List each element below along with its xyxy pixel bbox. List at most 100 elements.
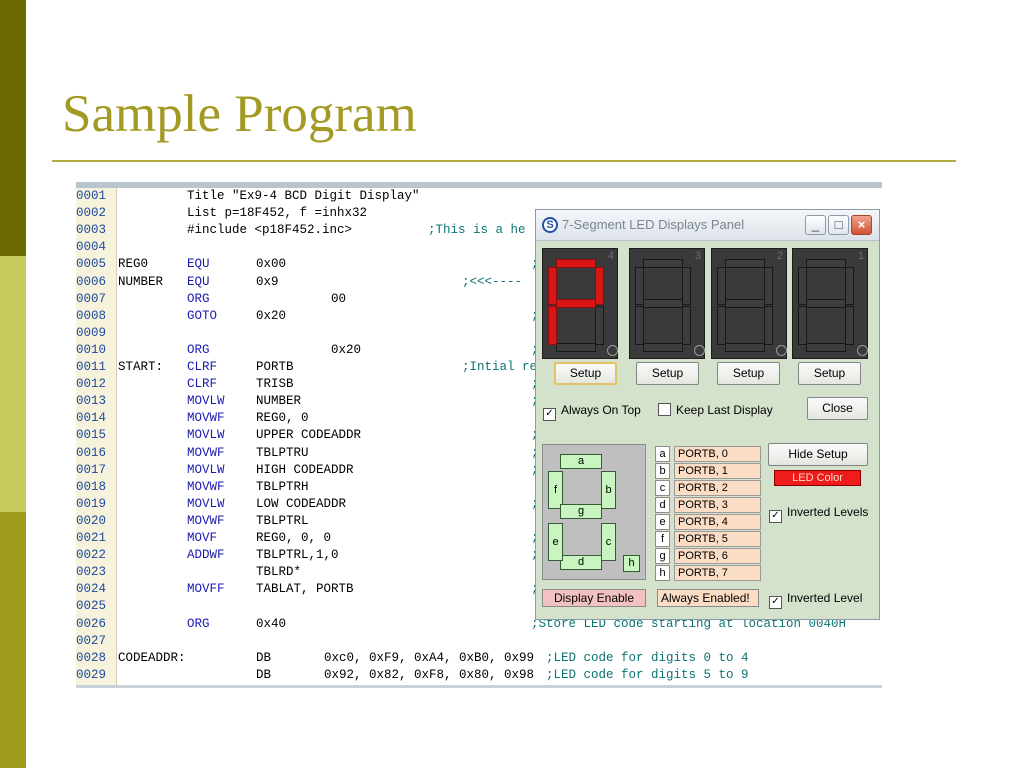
seven-segment-digit-1: 1	[792, 248, 868, 359]
code-operand: LOW CODEADDR	[256, 496, 347, 511]
segment-d	[806, 343, 846, 352]
setup-button-digit-4[interactable]: Setup	[554, 362, 617, 385]
line-number: 0023	[76, 565, 107, 580]
digit-position-number: 3	[694, 250, 701, 262]
code-mnemonic: MOVFF	[187, 582, 225, 597]
segment-a	[643, 259, 683, 268]
line-number: 0021	[76, 531, 107, 545]
pin-label-f: f	[655, 531, 670, 547]
code-line: 0003#include <p18F452.inc>;This is a he	[76, 222, 882, 239]
segment-c	[845, 306, 854, 345]
code-top-bar	[76, 182, 882, 188]
pin-field-f[interactable]: PORTB, 5	[674, 531, 761, 547]
code-operand: 0x20	[256, 342, 362, 357]
line-number: 0004	[76, 240, 107, 255]
window-titlebar[interactable]: S 7-Segment LED Displays Panel _ □ ×	[536, 210, 879, 241]
line-number: 0024	[76, 582, 107, 597]
inverted-levels-checkbox[interactable]: ✓Inverted Levels	[769, 505, 868, 523]
pin-field-g[interactable]: PORTB, 6	[674, 548, 761, 564]
segment-g	[806, 299, 846, 308]
code-comment: ;<<<----	[462, 274, 523, 289]
segment-map-c[interactable]: c	[601, 523, 616, 561]
sidebar-block-bottom	[0, 512, 26, 768]
code-line: 0004	[76, 239, 882, 256]
code-operand: 0x40	[256, 616, 287, 631]
code-mnemonic: ORG	[187, 291, 210, 306]
code-mnemonic: MOVWF	[187, 513, 225, 528]
segment-d	[556, 343, 596, 352]
segment-d	[725, 343, 765, 352]
pin-field-b[interactable]: PORTB, 1	[674, 463, 761, 479]
line-number: 0011	[76, 360, 107, 374]
code-mnemonic: MOVWF	[187, 411, 225, 426]
code-mnemonic: ORG	[187, 342, 210, 357]
setup-button-digit-1[interactable]: Setup	[798, 362, 861, 385]
segment-a	[556, 259, 596, 268]
pin-field-h[interactable]: PORTB, 7	[674, 565, 761, 581]
always-enabled-field[interactable]: Always Enabled!	[657, 589, 759, 607]
window-title: 7-Segment LED Displays Panel	[562, 217, 745, 232]
display-enable-label: Display Enable	[542, 589, 646, 607]
segment-map-a[interactable]: a	[560, 454, 602, 469]
segment-g	[556, 299, 596, 308]
segment-map-g[interactable]: g	[560, 504, 602, 519]
segment-map-f[interactable]: f	[548, 471, 563, 509]
seven-segment-digit-3: 3	[629, 248, 705, 359]
code-operand: TBLPTRH	[256, 479, 309, 494]
code-operand: PORTB	[256, 360, 294, 374]
inverted-level-checkbox[interactable]: ✓Inverted Level	[769, 591, 862, 609]
line-number: 0010	[76, 342, 107, 357]
code-operand: Title "Ex9-4 BCD Digit Display"	[187, 189, 420, 203]
minimize-button[interactable]: _	[805, 215, 826, 235]
pin-field-d[interactable]: PORTB, 3	[674, 497, 761, 513]
digit-position-number: 2	[776, 250, 783, 262]
pin-field-a[interactable]: PORTB, 0	[674, 446, 761, 462]
pin-field-c[interactable]: PORTB, 2	[674, 480, 761, 496]
line-number: 0027	[76, 633, 107, 648]
hide-setup-button[interactable]: Hide Setup	[768, 443, 868, 466]
seven-segment-digit-2: 2	[711, 248, 787, 359]
pin-field-e[interactable]: PORTB, 4	[674, 514, 761, 530]
segment-dp	[694, 345, 705, 356]
always-on-top-checkbox[interactable]: ✓Always On Top	[543, 403, 641, 421]
segment-c	[595, 306, 604, 345]
line-number: 0013	[76, 394, 107, 409]
segment-map-e[interactable]: e	[548, 523, 563, 561]
code-comment: ;	[531, 308, 539, 325]
pin-label-g: g	[655, 548, 670, 564]
close-button[interactable]: Close	[807, 397, 868, 420]
code-operand: NUMBER	[256, 394, 302, 409]
sidebar-block-top	[0, 0, 26, 256]
setup-button-digit-2[interactable]: Setup	[717, 362, 780, 385]
segment-a	[806, 259, 846, 268]
led-color-button[interactable]: LED Color	[774, 470, 861, 486]
always-on-top-label: Always On Top	[561, 403, 641, 417]
segment-d	[643, 343, 683, 352]
close-window-button[interactable]: ×	[851, 215, 872, 235]
line-number: 0009	[76, 325, 107, 340]
code-operand: 0x20	[256, 308, 287, 323]
inverted-level-check-icon: ✓	[769, 596, 782, 609]
setup-button-digit-3[interactable]: Setup	[636, 362, 699, 385]
segment-map-b[interactable]: b	[601, 471, 616, 509]
code-mnemonic: EQU	[187, 257, 210, 272]
keep-last-display-checkbox[interactable]: Keep Last Display	[658, 403, 773, 417]
maximize-button[interactable]: □	[828, 215, 849, 235]
segment-b	[595, 267, 604, 305]
segment-map-h[interactable]: h	[623, 555, 640, 572]
segment-a	[725, 259, 765, 268]
code-operand: #include <p18F452.inc>	[187, 223, 353, 238]
segment-map-d[interactable]: d	[560, 555, 602, 570]
code-operand: TBLPTRL,1,0	[256, 548, 339, 563]
line-number: 0006	[76, 274, 107, 289]
line-number: 0005	[76, 257, 107, 272]
code-operand: REG0, 0, 0	[256, 531, 332, 545]
pin-label-e: e	[655, 514, 670, 530]
segment-f	[635, 267, 644, 305]
